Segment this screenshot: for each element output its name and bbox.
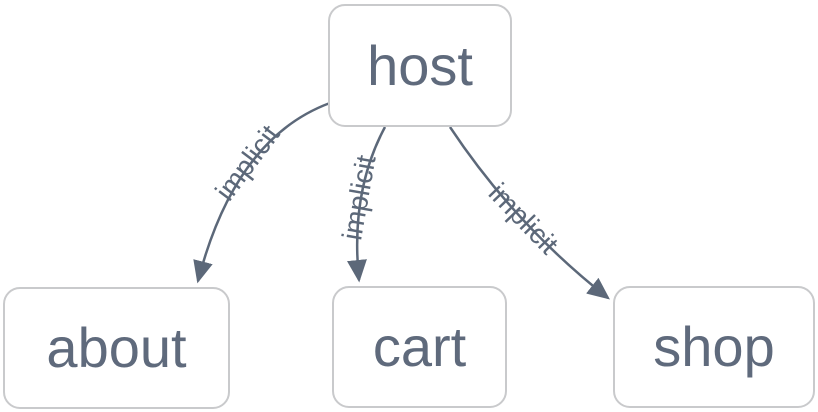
edge-host-shop [448,126,610,300]
node-host-label: host [367,33,473,97]
node-cart-label: cart [372,315,467,378]
node-host[interactable]: host [328,4,512,127]
edge-label-host-about: implicit [209,119,285,206]
node-shop[interactable]: shop [613,286,815,408]
edge-host-cart [347,126,387,283]
edge-label-host-shop: implicit [483,177,565,260]
node-about-label: about [46,316,187,379]
node-shop-label: shop [653,315,775,378]
edge-host-about [193,101,331,284]
node-cart[interactable]: cart [332,286,507,408]
node-about[interactable]: about [3,287,230,409]
edge-label-host-cart: implicit [336,153,381,243]
